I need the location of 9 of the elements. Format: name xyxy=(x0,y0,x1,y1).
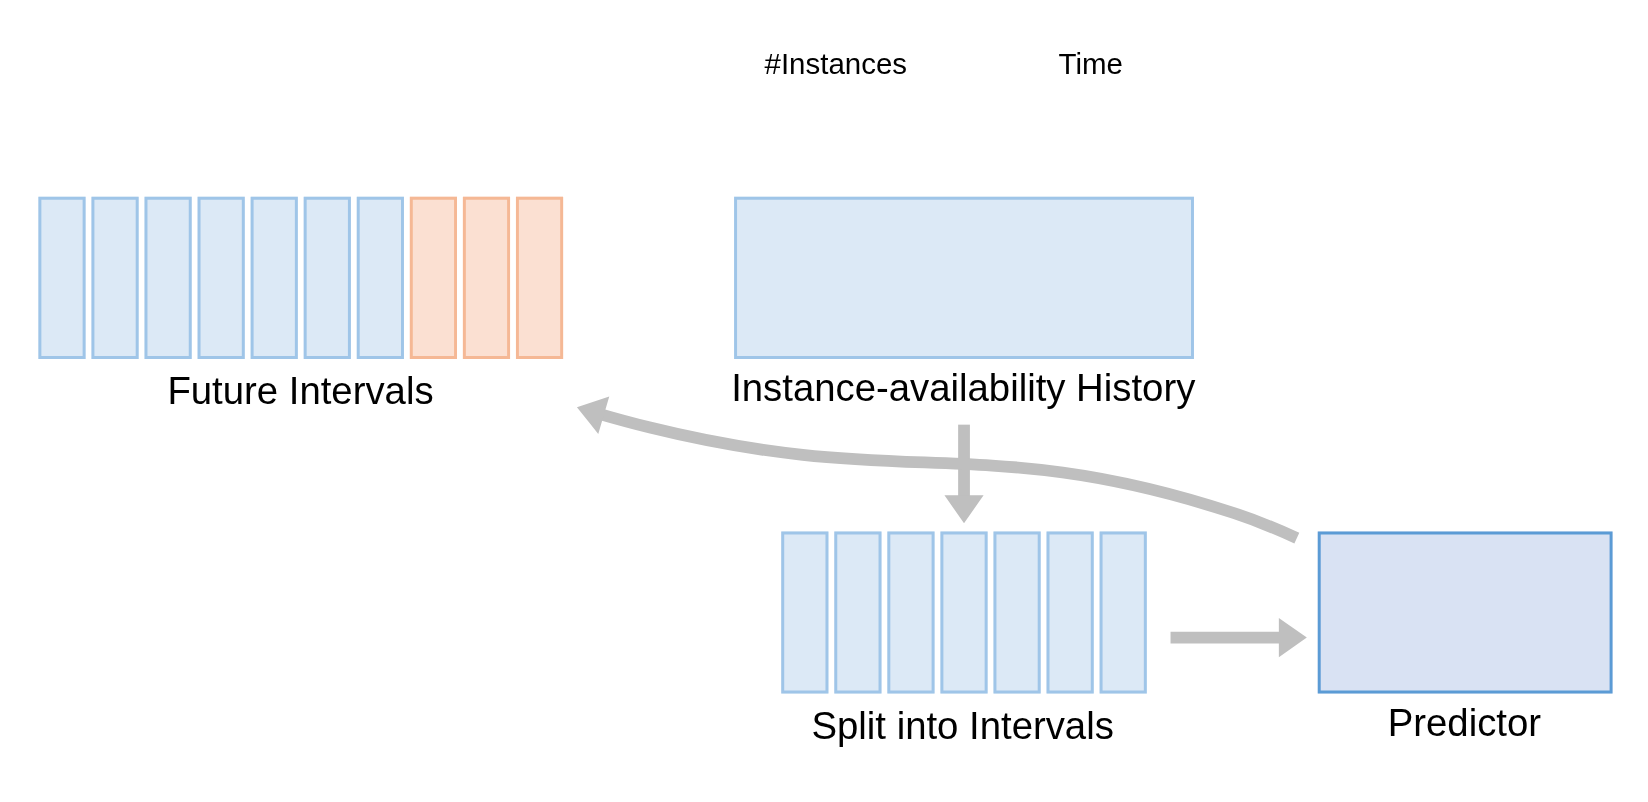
arrow xyxy=(1170,618,1307,658)
node-label: Future Intervals xyxy=(167,369,434,413)
node-label: Predictor xyxy=(1387,701,1542,745)
node-label: Instance-availability History xyxy=(731,366,1196,410)
arrow xyxy=(944,424,984,524)
node-label: Split into Intervals xyxy=(811,703,1114,747)
label: #Instances xyxy=(764,46,908,80)
label: Time xyxy=(1058,46,1123,80)
arrow xyxy=(576,396,1300,544)
